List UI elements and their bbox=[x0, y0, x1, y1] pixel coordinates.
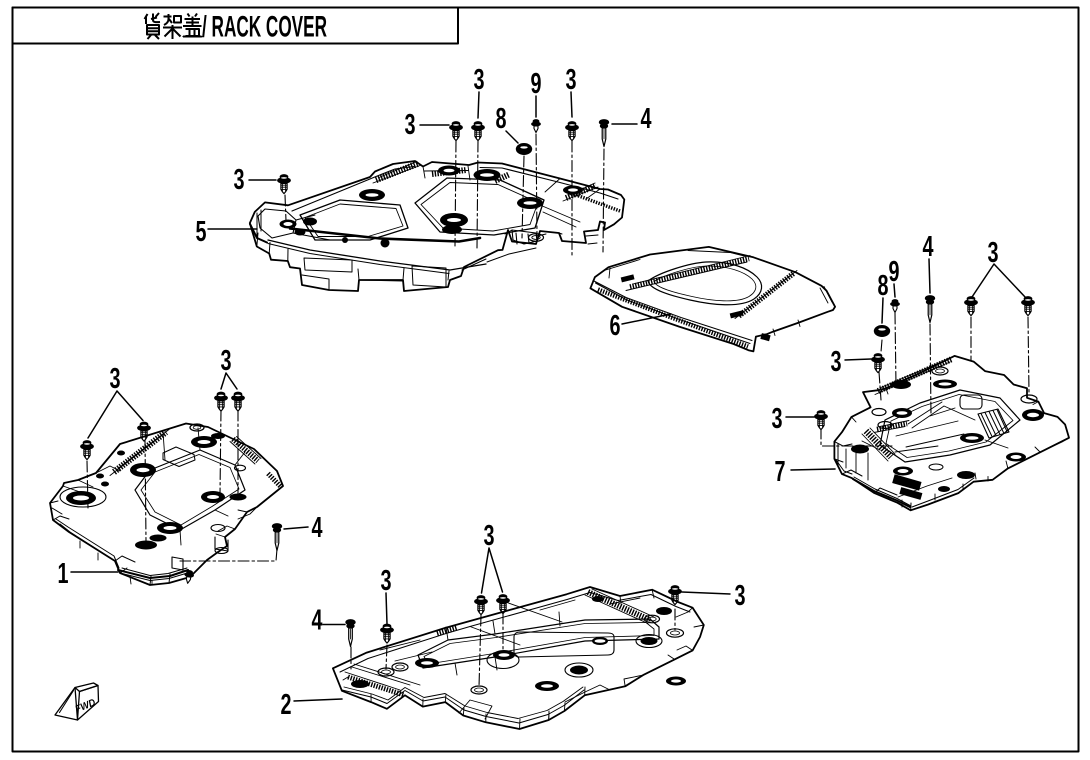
svg-text:3: 3 bbox=[484, 520, 495, 552]
svg-text:4: 4 bbox=[312, 512, 323, 544]
svg-text:3: 3 bbox=[772, 403, 783, 435]
svg-text:8: 8 bbox=[878, 270, 889, 302]
svg-text:/ RACK COVER: / RACK COVER bbox=[202, 11, 327, 44]
svg-text:3: 3 bbox=[831, 346, 842, 378]
svg-text:3: 3 bbox=[735, 580, 746, 612]
svg-text:5: 5 bbox=[196, 216, 207, 248]
svg-text:4: 4 bbox=[923, 231, 934, 263]
svg-text:2: 2 bbox=[281, 689, 292, 721]
svg-text:3: 3 bbox=[566, 64, 577, 96]
svg-text:3: 3 bbox=[234, 164, 245, 196]
svg-text:1: 1 bbox=[58, 558, 69, 590]
svg-text:4: 4 bbox=[641, 103, 652, 135]
svg-text:7: 7 bbox=[775, 456, 786, 488]
svg-text:4: 4 bbox=[312, 605, 323, 637]
svg-text:6: 6 bbox=[610, 310, 621, 342]
svg-text:3: 3 bbox=[405, 109, 416, 141]
svg-text:3: 3 bbox=[110, 363, 121, 395]
svg-text:3: 3 bbox=[474, 64, 485, 96]
svg-text:8: 8 bbox=[496, 103, 507, 135]
svg-text:3: 3 bbox=[221, 345, 232, 377]
svg-text:3: 3 bbox=[381, 565, 392, 597]
svg-text:9: 9 bbox=[889, 256, 900, 288]
svg-text:9: 9 bbox=[531, 68, 542, 100]
svg-text:3: 3 bbox=[988, 237, 999, 269]
